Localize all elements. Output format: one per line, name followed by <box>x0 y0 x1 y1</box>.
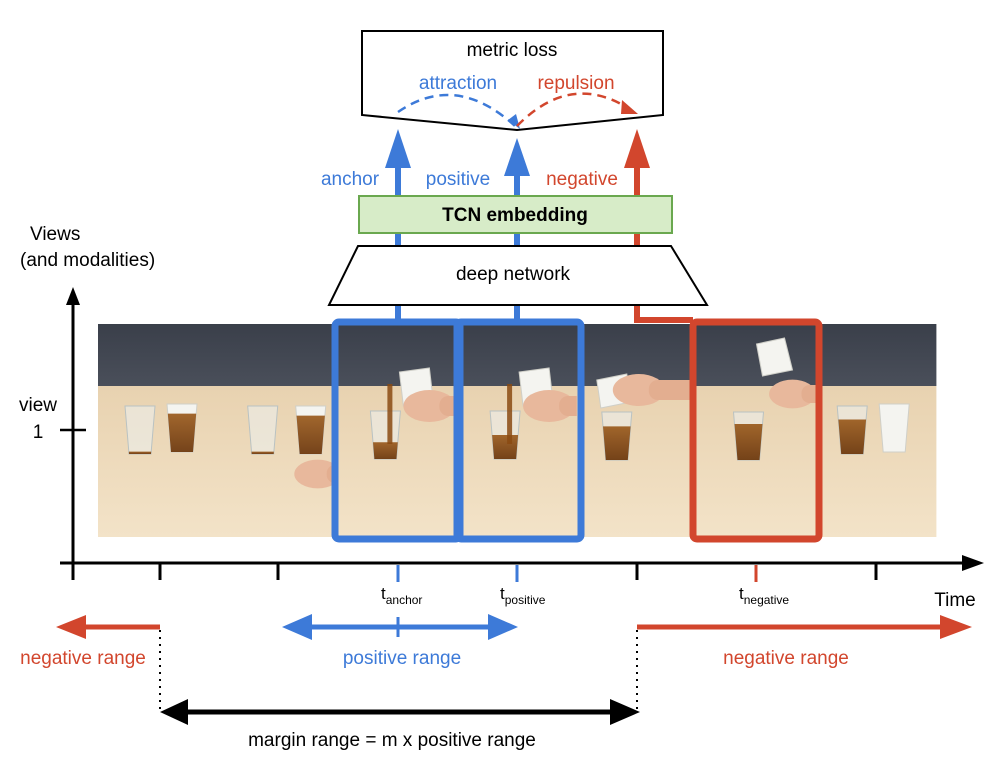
tcn-embedding-label: TCN embedding <box>442 205 588 226</box>
negative-range-right-label: negative range <box>723 648 849 669</box>
views-label-line1: Views <box>30 224 80 245</box>
attraction-arc <box>397 93 516 127</box>
margin-range-label: margin range = m x positive range <box>248 730 536 751</box>
positive-range-left-arrowhead <box>282 614 312 640</box>
repulsion-arrowhead <box>621 100 638 114</box>
margin-range-left-arrowhead <box>160 699 188 725</box>
negative-label: negative <box>546 169 618 190</box>
frame-7 <box>816 324 937 537</box>
deep-network-box <box>327 245 709 306</box>
time-label: Time <box>934 590 976 611</box>
anchor-arrowhead <box>385 129 411 168</box>
positive-range-label: positive range <box>343 648 461 669</box>
x-axis-ticks <box>71 563 878 580</box>
positive-range-right-arrowhead <box>488 614 518 640</box>
positive-frame-highlight <box>453 318 585 543</box>
margin-range-right-arrowhead <box>610 699 640 725</box>
negative-range-left-label: negative range <box>20 648 146 669</box>
t-anchor-label: tanchor <box>381 584 422 607</box>
attraction-label: attraction <box>419 73 497 94</box>
y-axis-arrowhead <box>66 287 80 305</box>
deep-network-label: deep network <box>456 264 571 285</box>
frame-4 <box>457 324 610 537</box>
frame-5 <box>576 324 699 537</box>
t-positive-label: tpositive <box>500 584 546 607</box>
view-1-label-line1: view <box>19 395 57 416</box>
positive-arrowhead <box>504 138 530 176</box>
frame-1 <box>98 324 219 537</box>
x-axis-arrowhead <box>962 555 984 571</box>
views-label-line2: (and modalities) <box>20 250 155 271</box>
negative-range-right-arrowhead <box>940 615 972 639</box>
negative-arrowhead <box>624 129 650 168</box>
frame-6 <box>696 324 847 537</box>
view-1-label-line2: 1 <box>33 422 44 443</box>
frame-3 <box>337 324 490 537</box>
anchor-label: anchor <box>321 169 380 190</box>
repulsion-label: repulsion <box>537 73 614 94</box>
tcn-embedding-box <box>358 195 673 234</box>
metric-loss-box <box>361 30 664 132</box>
negative-frame-highlight <box>689 318 823 543</box>
t-negative-label: tnegative <box>739 584 789 607</box>
positive-label: positive <box>426 169 490 190</box>
metric-loss-label: metric loss <box>467 40 558 61</box>
image-strip <box>98 324 937 537</box>
negative-range-left-arrowhead <box>56 615 86 639</box>
repulsion-arc <box>516 92 629 127</box>
